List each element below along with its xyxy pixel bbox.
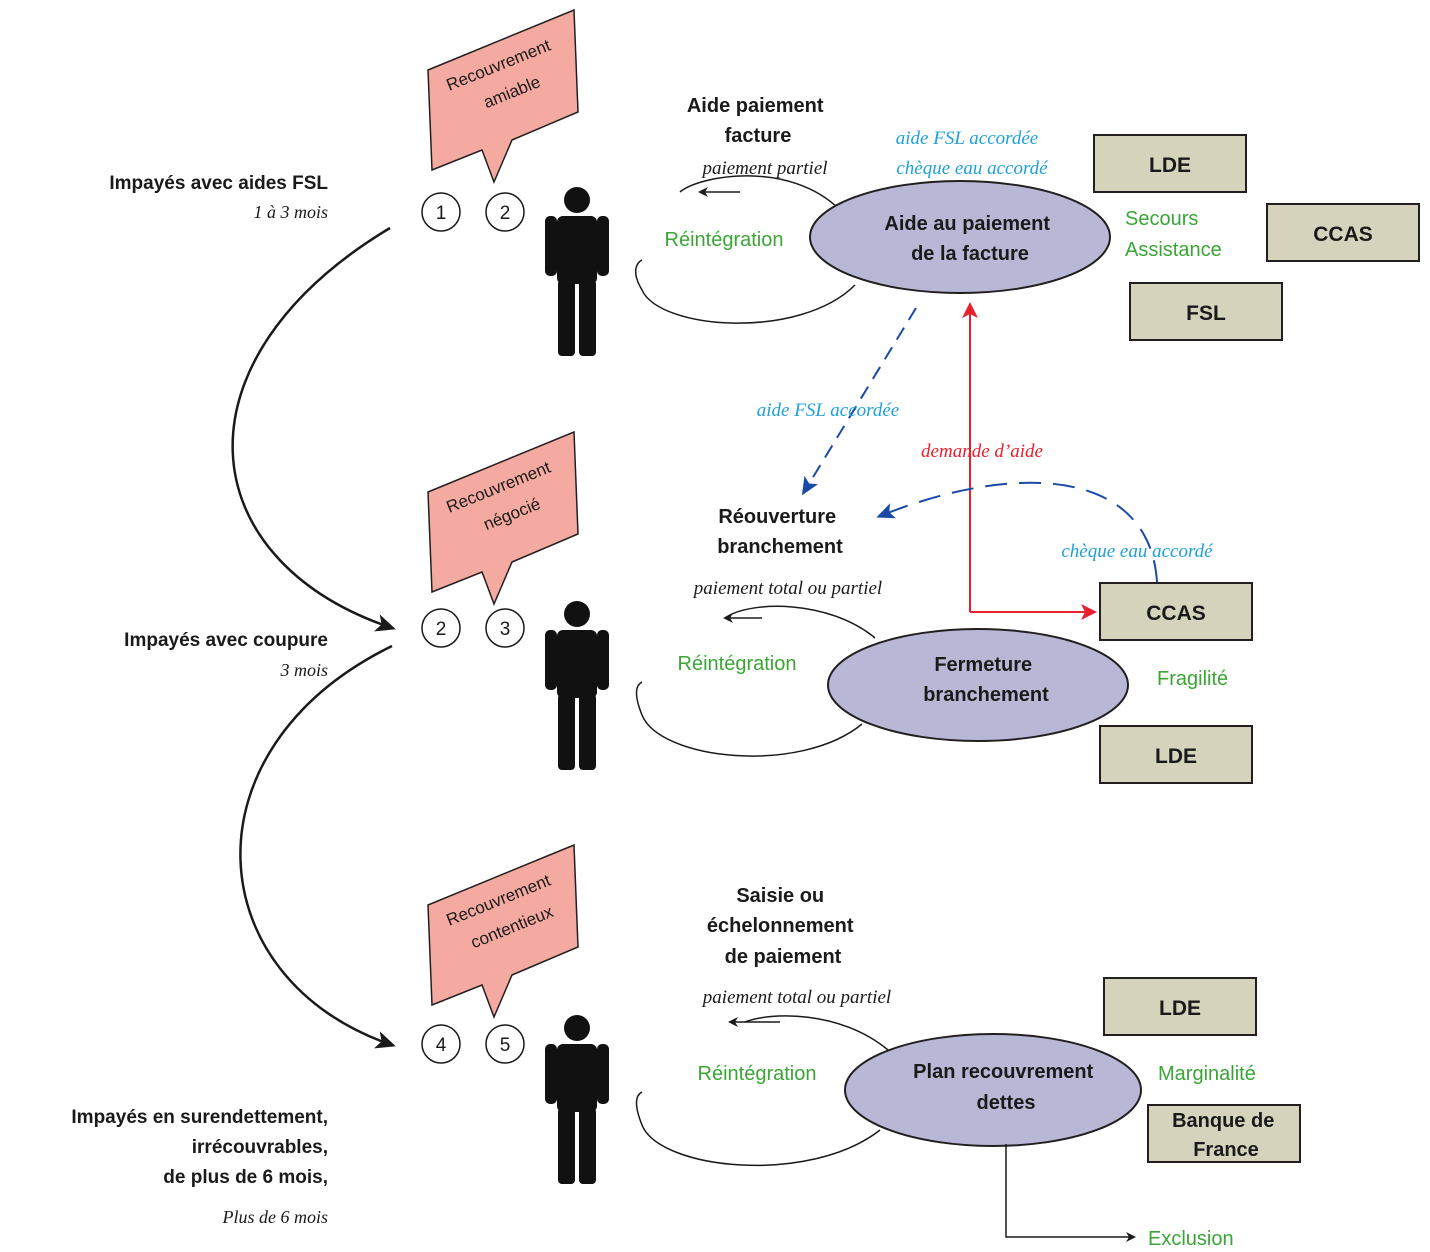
- box-label: Banque de France: [1172, 1110, 1280, 1161]
- ellipse-plan-recouvrement: [844, 1033, 1142, 1147]
- stage3-title-line1: Impayés en surendettement,: [71, 1107, 328, 1128]
- box-label: FSL: [1186, 302, 1226, 325]
- box-banque-de-france: [1147, 1104, 1301, 1163]
- green-note-assistance: Assistance: [1125, 239, 1222, 261]
- action-saisie: Saisie ou échelonnement de paiement: [707, 885, 859, 968]
- box-label: CCAS: [1146, 602, 1206, 625]
- box-label: LDE: [1149, 154, 1191, 177]
- payment-note: paiement total ou partiel: [692, 578, 882, 599]
- reintegration-label: Réintégration: [678, 653, 797, 675]
- stage2-title: Impayés avec coupure: [124, 630, 328, 651]
- reintegration-loop: [635, 1015, 889, 1167]
- stage3-title-line2: irrécouvrables,: [192, 1137, 328, 1158]
- step-circles-stage2: [421, 608, 525, 648]
- exclusion-arrow: [1005, 1144, 1136, 1242]
- person-icon: [545, 601, 609, 770]
- link-label-fsl: aide FSL accordée: [757, 400, 899, 421]
- box-ccas: [1099, 582, 1253, 641]
- stage1-title: Impayés avec aides FSL: [109, 173, 328, 194]
- ellipse-label: Plan recouvrement dettes: [913, 1061, 1099, 1114]
- person-icon: [545, 1015, 609, 1184]
- box-lde: [1103, 977, 1257, 1036]
- stage3-duration: Plus de 6 mois: [222, 1207, 329, 1227]
- fsl-aid-dashed-arrow: [801, 307, 917, 496]
- step-number: 4: [436, 1035, 447, 1056]
- box-ccas: [1266, 203, 1420, 262]
- box-fsl: [1129, 282, 1283, 341]
- bubble-recouvrement-contentieux: Recouvrement contentieux: [427, 843, 579, 1020]
- green-note-secours: Secours: [1125, 208, 1198, 230]
- step-number: 5: [500, 1035, 511, 1056]
- reintegration-loop: [635, 605, 876, 757]
- box-lde: [1093, 134, 1247, 193]
- ellipse-label: Aide au paiement de la facture: [884, 213, 1055, 265]
- ellipse-fermeture: [827, 628, 1129, 742]
- step-circles-stage3: [421, 1024, 525, 1064]
- aid-note-fsl: aide FSL accordée: [896, 128, 1038, 149]
- transition-arrow-2-3: [239, 644, 396, 1049]
- bubble-recouvrement-amiable: Recouvrement amiable: [427, 8, 579, 185]
- stage2-duration: 3 mois: [279, 660, 328, 680]
- action-reouverture: Réouverture branchement: [717, 506, 843, 558]
- reintegration-label: Réintégration: [665, 229, 784, 251]
- transition-arrow-1-2: [231, 226, 396, 632]
- ellipse-aide-paiement: [809, 180, 1111, 294]
- exclusion-label: Exclusion: [1148, 1228, 1234, 1250]
- action-aide-paiement: Aide paiement facture: [687, 95, 829, 147]
- green-note-fragilite: Fragilité: [1157, 668, 1228, 690]
- stage3-title-line3: de plus de 6 mois,: [163, 1167, 328, 1188]
- green-note-marginalite: Marginalité: [1158, 1063, 1256, 1085]
- box-label: CCAS: [1313, 223, 1373, 246]
- box-label: LDE: [1159, 997, 1201, 1020]
- reintegration-loop: [634, 175, 856, 324]
- step-number: 3: [500, 619, 511, 640]
- cheque-dashed-arrow: [876, 481, 1158, 583]
- person-icon: [545, 187, 609, 356]
- payment-note: paiement partiel: [700, 158, 827, 179]
- link-label-demande: demande d’aide: [921, 441, 1043, 462]
- ellipse-label: Fermeture branchement: [923, 654, 1049, 706]
- box-label: LDE: [1155, 745, 1197, 768]
- step-circles-stage1: [421, 192, 525, 232]
- aid-note-cheque: chèque eau accordé: [896, 158, 1049, 179]
- stage1-duration: 1 à 3 mois: [253, 202, 328, 222]
- reintegration-label: Réintégration: [698, 1063, 817, 1085]
- payment-note: paiement total ou partiel: [701, 987, 891, 1008]
- bubble-recouvrement-negocie: Recouvrement négocié: [427, 430, 579, 607]
- box-lde: [1099, 725, 1253, 784]
- link-label-cheque: chèque eau accordé: [1061, 541, 1214, 562]
- step-number: 1: [436, 203, 447, 224]
- step-number: 2: [500, 203, 511, 224]
- step-number: 2: [436, 619, 447, 640]
